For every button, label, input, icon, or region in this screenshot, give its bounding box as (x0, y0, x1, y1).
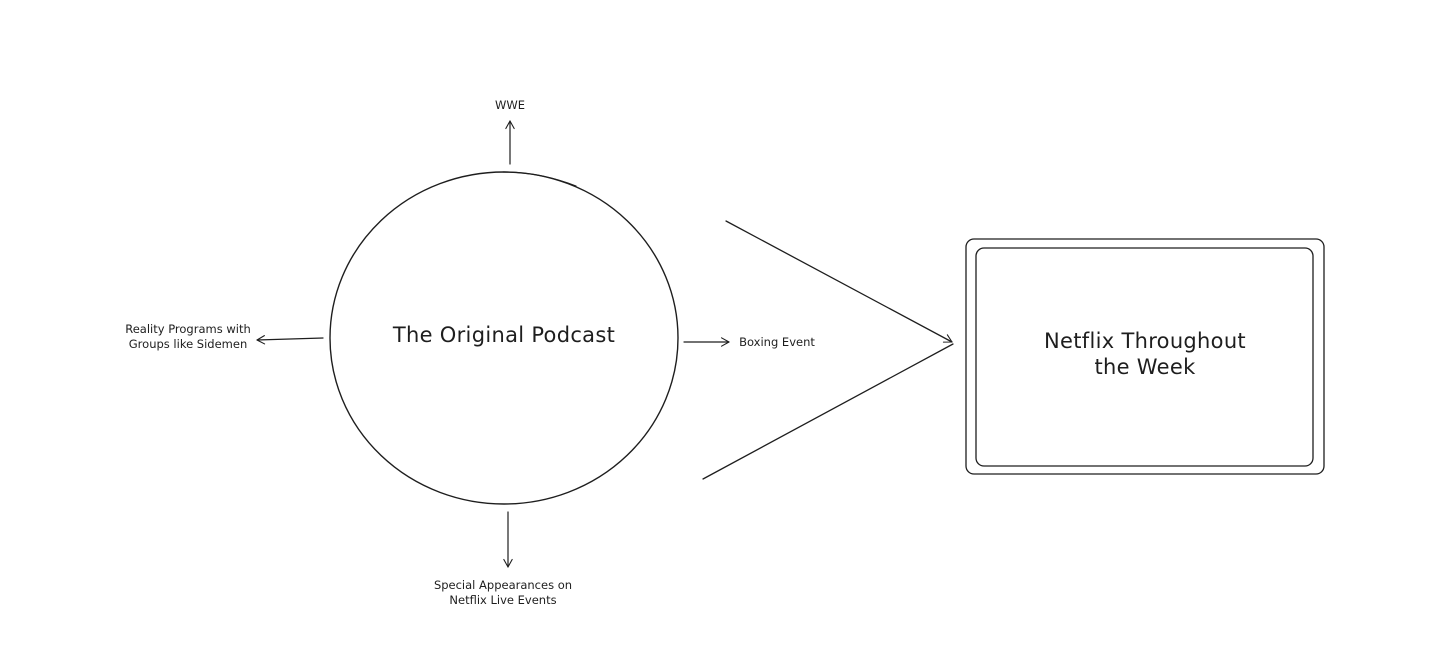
branch-label-wwe: WWE (494, 98, 525, 112)
arrow-to-reality-programs[interactable] (256, 335, 324, 345)
branch-label-special-appearances: Special Appearances on Netflix Live Even… (433, 578, 573, 607)
arrow-upper-to-netflix[interactable] (725, 220, 953, 343)
center-circle[interactable] (329, 171, 679, 505)
center-node-label: The Original Podcast (392, 323, 616, 347)
target-box[interactable] (965, 238, 1325, 475)
branch-label-reality-programs: Reality Programs with Groups like Sideme… (125, 322, 251, 351)
branch-label-boxing-event: Boxing Event (739, 335, 815, 349)
target-node-label: Netflix Throughout the Week (1044, 329, 1246, 379)
arrow-lower-to-netflix[interactable] (702, 343, 954, 480)
